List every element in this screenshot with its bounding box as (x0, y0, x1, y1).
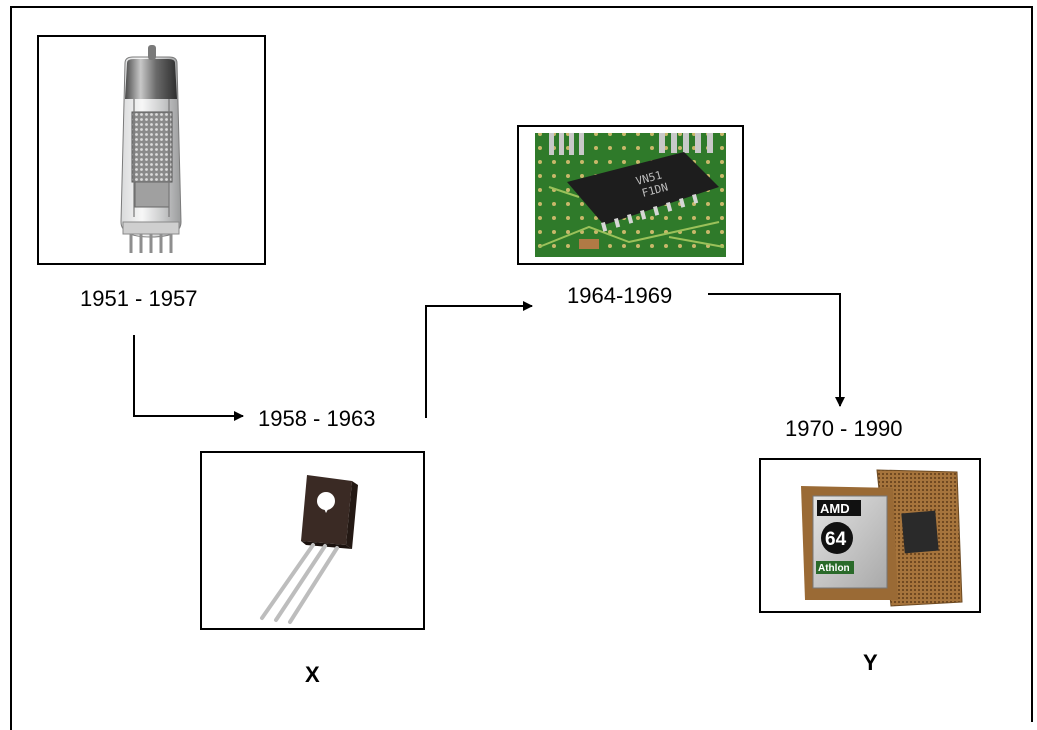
vacuum-tube-image (37, 35, 266, 265)
period-label-1958-1963: 1958 - 1963 (258, 406, 376, 431)
transistor-image (200, 451, 425, 630)
period-label-1951-1957: 1951 - 1957 (80, 286, 198, 311)
arrow-1964-to-1970 (708, 293, 845, 407)
frame-left-border (10, 6, 12, 730)
amd-model-text: 64 (825, 529, 847, 550)
arrow-1958-to-1964 (425, 301, 533, 418)
period-label-1964-1969: 1964-1969 (567, 283, 673, 308)
integrated-circuit-image: VN51 F1DN (517, 125, 744, 265)
amd-brand-text: AMD (820, 501, 850, 516)
marker-x: X (305, 662, 320, 687)
period-label-1970-1990: 1970 - 1990 (785, 416, 903, 441)
amd-athlon-processor-image: AMD 64 Athlon (759, 458, 981, 613)
arrow-1951-to-1958 (133, 335, 244, 421)
frame-top-border (10, 6, 1032, 8)
marker-y: Y (863, 650, 878, 675)
frame-right-border (1031, 6, 1033, 722)
amd-name-text: Athlon (818, 563, 850, 574)
